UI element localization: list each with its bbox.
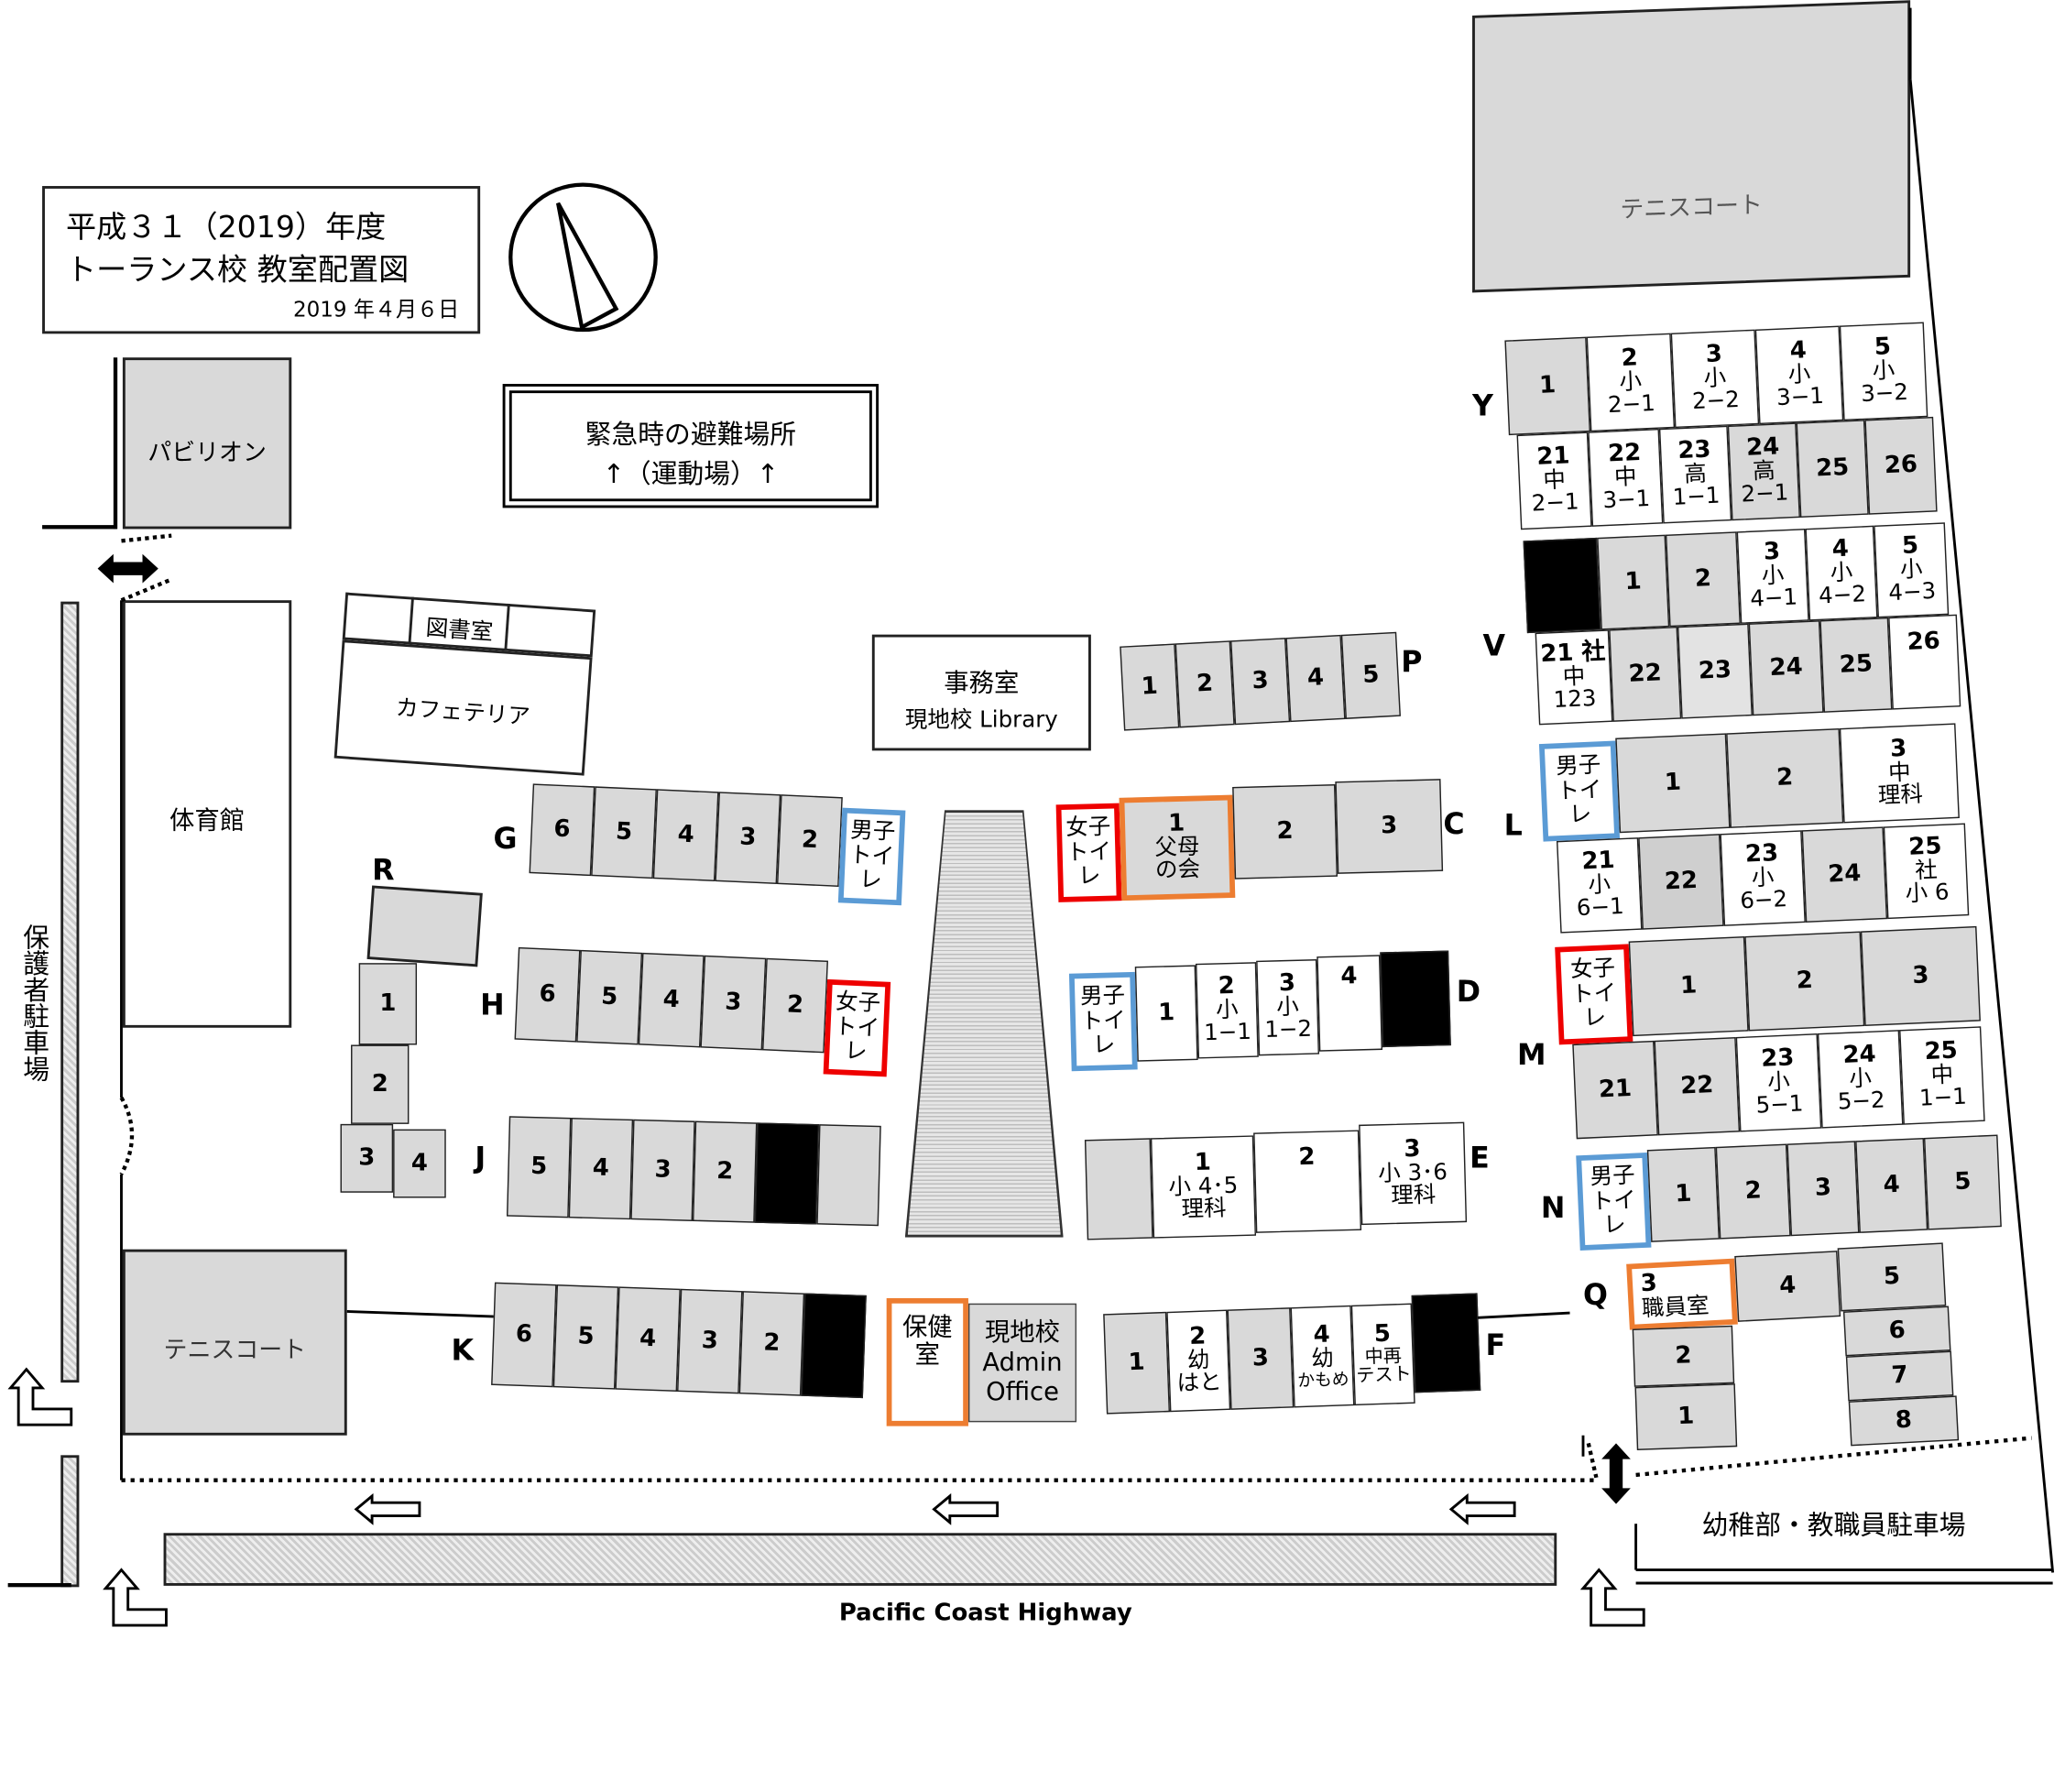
turn-arrow-icon — [1580, 1568, 1645, 1627]
parent-parking-strip — [60, 601, 80, 1383]
staff-parking-label: 幼稚部・教職員駐車場 — [1701, 1509, 1966, 1541]
wing-label-p: P — [1401, 646, 1423, 680]
highway-median — [163, 1533, 1557, 1586]
wing-label-r: R — [372, 855, 395, 889]
room-r4: 4 — [393, 1129, 446, 1198]
evacuation-title: 緊急時の避難場所 — [585, 418, 797, 451]
health-room: 保健室 — [886, 1297, 968, 1426]
gymnasium: 体育館 — [122, 600, 292, 1028]
tennis-court-left: テニスコート — [122, 1249, 347, 1436]
north-arrow-icon — [508, 182, 658, 333]
gate-arrow-icon — [97, 553, 158, 584]
wing-label-v: V — [1482, 630, 1506, 664]
wing-label-j: J — [475, 1142, 486, 1176]
wing-label-h: H — [480, 989, 505, 1022]
room-r3: 3 — [340, 1123, 394, 1193]
office-library: 事務室 現地校 Library — [871, 634, 1091, 751]
wing-label-y: Y — [1472, 390, 1493, 424]
office-label: 事務室 — [944, 669, 1020, 698]
wing-label-q: Q — [1583, 1279, 1608, 1313]
left-arrow-icon — [932, 1493, 1000, 1525]
evacuation-sub: ↑（運動場）↑ — [602, 457, 779, 490]
pavilion-label: パビリオン — [148, 439, 267, 467]
evacuation-box: 緊急時の避難場所 ↑（運動場）↑ — [502, 384, 880, 508]
left-arrow-icon — [1448, 1493, 1516, 1525]
office-library-label: 現地校 Library — [904, 706, 1058, 734]
pavilion: パビリオン — [122, 357, 292, 530]
wing-label-f: F — [1485, 1329, 1506, 1363]
wing-label-l: L — [1503, 810, 1523, 844]
gym-label: 体育館 — [169, 805, 246, 836]
wing-label-d: D — [1456, 976, 1481, 1010]
wing-label-n: N — [1540, 1192, 1566, 1226]
staff-gate-arrow-icon — [1601, 1443, 1631, 1504]
wing-label-e: E — [1470, 1142, 1490, 1176]
room-r2: 2 — [351, 1044, 410, 1124]
wing-label-m: M — [1517, 1039, 1546, 1073]
title-date: 2019 年４月６日 — [292, 297, 460, 322]
parent-parking-label: 保護者駐車場 — [18, 923, 50, 1082]
turn-arrow-icon — [7, 1367, 73, 1426]
room-r1: 1 — [358, 963, 418, 1045]
tennis-court-left-label: テニスコート — [163, 1336, 307, 1364]
left-arrow-icon — [354, 1493, 421, 1525]
wing-label-c: C — [1443, 808, 1465, 842]
wing-label-g: G — [493, 823, 518, 857]
highway-label: Pacific Coast Highway — [838, 1599, 1132, 1627]
turn-arrow-icon — [103, 1568, 168, 1627]
title-main: トーランス校 教室配置図 — [66, 253, 410, 288]
wing-label-k: K — [451, 1335, 475, 1369]
title-year: 平成３１（2019）年度 — [66, 211, 387, 246]
title-box: 平成３１（2019）年度 トーランス校 教室配置図 2019 年４月６日 — [42, 186, 481, 334]
